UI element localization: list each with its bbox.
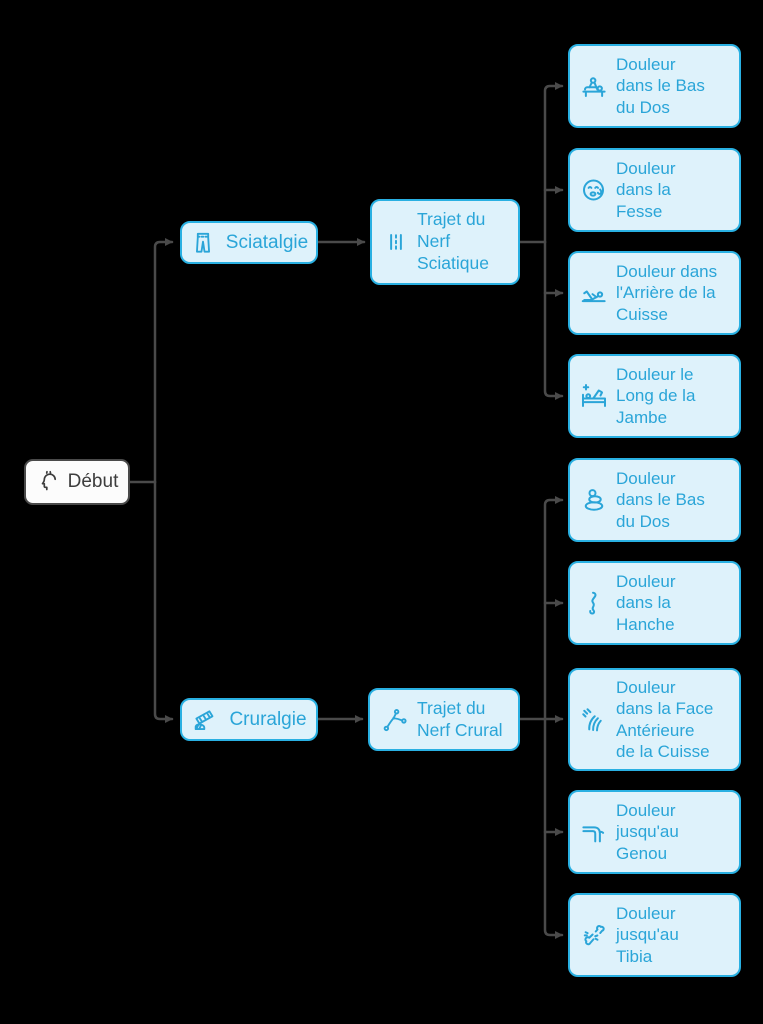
node-douleur-face-anterieure-cuisse: Douleur dans la Face Antérieure de la Cu… [568,668,741,771]
pants-icon [190,230,216,256]
node-label: Douleur dans le Bas du Dos [616,55,705,117]
node-label: Douleur dans le Bas du Dos [616,469,705,531]
node-debut: Début [24,459,130,505]
node-douleur-tibia: Douleur jusqu'au Tibia [568,893,741,977]
bandaged-leg-icon [191,706,219,734]
connector [153,480,174,723]
knee-joint-icon [579,817,609,847]
node-label: Douleur jusqu'au Tibia [616,904,679,966]
hospital-bed-icon [579,381,609,411]
node-sciatalgie: Sciatalgie [180,221,318,264]
hip-bone-icon [579,588,609,618]
node-label: Trajet du Nerf Sciatique [417,209,489,273]
node-douleur-hanche: Douleur dans la Hanche [568,561,741,645]
node-label: Sciatalgie [225,231,309,253]
node-label: Douleur jusqu'au Genou [616,801,679,863]
connector [543,717,564,939]
node-label: Douleur dans l'Arrière de la Cuisse [616,262,718,324]
connector [153,238,174,484]
node-douleur-bas-du-dos-sciatique: Douleur dans le Bas du Dos [568,44,741,128]
node-trajet-nerf-sciatique: Trajet du Nerf Sciatique [370,199,520,285]
leg-stretch-icon [579,278,609,308]
node-cruralgie: Cruralgie [180,698,318,741]
node-douleur-long-jambe: Douleur le Long de la Jambe [568,354,741,438]
node-label: Douleur dans la Face Antérieure de la Cu… [616,678,714,761]
node-label: Douleur le Long de la Jambe [616,365,696,427]
zen-stones-icon [579,485,609,515]
node-douleur-bas-du-dos-crural: Douleur dans le Bas du Dos [568,458,741,542]
connector [543,82,564,244]
muscle-fibers-icon [579,705,609,735]
nerve-branch-icon [381,706,409,734]
node-douleur-genou: Douleur jusqu'au Genou [568,790,741,874]
node-douleur-arriere-cuisse: Douleur dans l'Arrière de la Cuisse [568,251,741,335]
node-label: Douleur dans la Hanche [616,572,676,634]
crying-face-icon [579,175,609,205]
massage-icon [579,71,609,101]
broken-bone-icon [579,920,609,950]
route-lines-icon [383,229,409,255]
node-trajet-nerf-crural: Trajet du Nerf Crural [368,688,520,751]
thinking-head-icon [36,470,60,494]
node-label: Cruralgie [229,708,307,730]
connectors [128,82,564,939]
node-douleur-fesse: Douleur dans la Fesse [568,148,741,232]
node-label: Douleur dans la Fesse [616,159,676,221]
node-label: Début [67,471,119,492]
connector [543,496,564,721]
node-label: Trajet du Nerf Crural [417,697,503,740]
connector [543,240,564,400]
